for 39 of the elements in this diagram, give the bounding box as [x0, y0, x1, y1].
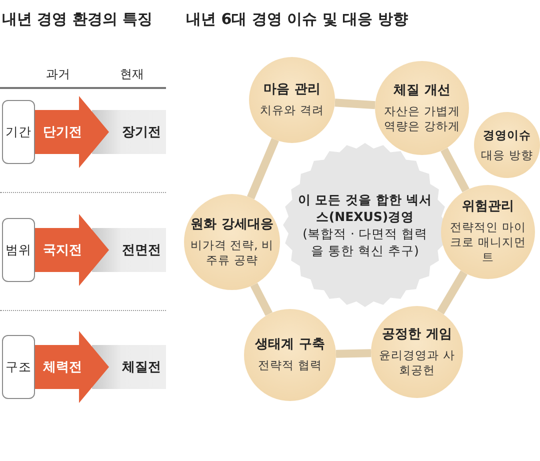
issue-description: 대응 방향: [481, 148, 533, 163]
category-tag: 기간: [2, 100, 35, 164]
issue-description: 자산은 가볍게 역량은 강하게: [383, 104, 461, 134]
category-tag: 구조: [2, 335, 35, 399]
connector-bar: [436, 270, 468, 314]
past-label: 단기전: [43, 124, 82, 141]
issue-heading: 체질 개선: [394, 82, 450, 98]
arrow-shape: [35, 96, 109, 168]
connector-bar: [247, 138, 279, 200]
issue-description: 비가격 전략, 비주류 공략: [190, 238, 274, 268]
connector-bar: [334, 98, 376, 110]
issue-description: 전략적인 마이크로 매니지먼트: [449, 220, 527, 265]
issue-heading: 위험관리: [462, 199, 514, 215]
gear-shape: [283, 143, 447, 307]
issue-heading: 마음 관리: [264, 82, 320, 98]
issue-description: 윤리경영과 사회공헌: [378, 348, 456, 378]
past-label: 국지전: [43, 242, 82, 259]
issue-heading: 원화 강세대응: [190, 216, 274, 232]
past-label: 체력전: [43, 359, 82, 376]
center-note: (복합적 · 다면적 협력을 통한 혁신 추구): [302, 225, 428, 259]
column-header: 과거: [46, 66, 70, 83]
present-label: 장기전: [122, 124, 161, 141]
issue-heading: 공정한 게임: [382, 326, 452, 342]
column-header: 현재: [120, 66, 144, 83]
connector-bar: [336, 349, 372, 358]
issue-heading: 경영이슈: [483, 127, 531, 143]
arrow-shape: [35, 331, 109, 403]
center-heading: 이 모든 것을 합한 넥서스(NEXUS)경영: [297, 191, 433, 225]
category-tag: 범위: [2, 218, 35, 282]
connector-bar: [440, 148, 470, 192]
panel-title: 내년 경영 환경의 특징: [2, 10, 153, 29]
issue-heading: 생태계 구축: [255, 337, 325, 353]
connector-bar: [250, 282, 273, 316]
panel-title: 내년 6대 경영 이슈 및 대응 방향: [186, 10, 408, 29]
arrow-shape: [35, 214, 109, 286]
present-label: 체질전: [122, 359, 161, 376]
issue-description: 치유와 격려: [260, 103, 324, 118]
present-label: 전면전: [122, 242, 161, 259]
issue-description: 전략적 협력: [258, 358, 322, 373]
